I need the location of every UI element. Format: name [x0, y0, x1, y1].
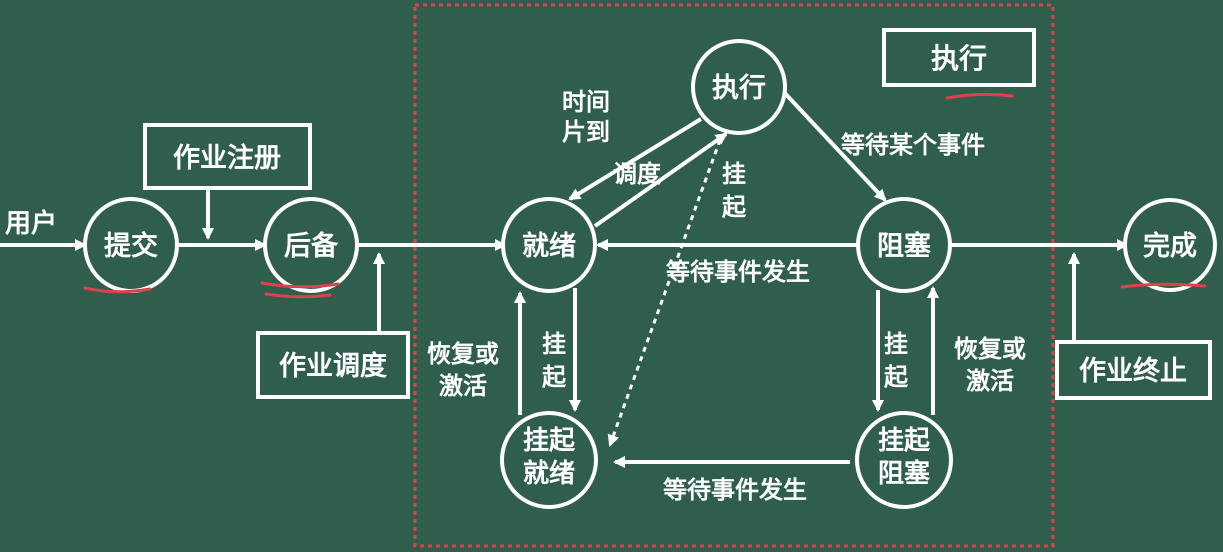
- node-blocked: 阻塞: [856, 197, 952, 293]
- label-time-slice-2: 片到: [562, 118, 610, 146]
- edge-labels: 用户 时间 片到 调度 等待某个事件 挂 起 等待事件发生 恢复或 激活 挂 起…: [5, 88, 1026, 504]
- node-submit: 提交: [83, 197, 179, 294]
- underline-done: [1120, 282, 1207, 289]
- edge-running-suspended-ready-dashed: [607, 139, 722, 447]
- label-resume-left-2: 激活: [439, 372, 487, 400]
- svg-text:后备: 后备: [284, 231, 339, 262]
- underline-submit: [83, 286, 152, 294]
- svg-text:阻塞: 阻塞: [878, 458, 930, 489]
- svg-text:挂起: 挂起: [523, 426, 576, 456]
- node-done: 完成: [1120, 198, 1217, 292]
- label-suspend-dashed-2: 起: [721, 193, 747, 221]
- node-ready: 就绪: [501, 197, 597, 293]
- legend-box: 执行: [882, 28, 1036, 100]
- node-backup: 后备: [260, 197, 359, 299]
- node-suspended-blocked: 挂起 阻塞: [855, 411, 953, 509]
- svg-text:提交: 提交: [104, 230, 158, 262]
- label-suspend-right-1: 挂: [884, 330, 908, 358]
- svg-text:作业注册: 作业注册: [173, 142, 281, 174]
- label-suspend-left-2: 起: [541, 363, 567, 391]
- svg-text:就绪: 就绪: [522, 231, 576, 262]
- label-user: 用户: [5, 208, 57, 239]
- node-running: 执行: [691, 39, 787, 135]
- edge-running-ready: [568, 117, 703, 201]
- edge-running-blocked: [778, 86, 887, 202]
- svg-text:就绪: 就绪: [523, 458, 575, 489]
- label-resume-left-1: 恢复或: [427, 340, 499, 368]
- box-job-schedule: 作业调度: [256, 331, 410, 399]
- edge-ready-running: [593, 132, 728, 228]
- svg-text:执行: 执行: [712, 72, 766, 104]
- label-dispatch: 调度: [613, 160, 662, 188]
- box-job-register: 作业注册: [143, 123, 312, 190]
- process-region: [413, 3, 1055, 548]
- node-suspended-ready: 挂起 就绪: [500, 411, 598, 509]
- label-resume-right-2: 激活: [966, 367, 1014, 395]
- box-job-terminate: 作业终止: [1055, 340, 1212, 400]
- svg-text:作业终止: 作业终止: [1079, 355, 1187, 387]
- svg-text:作业调度: 作业调度: [279, 350, 387, 382]
- label-event-occurs-bottom: 等待事件发生: [663, 476, 807, 504]
- label-time-slice-1: 时间: [562, 88, 610, 116]
- svg-text:完成: 完成: [1143, 230, 1197, 262]
- label-suspend-right-2: 起: [883, 363, 909, 391]
- label-resume-right-1: 恢复或: [954, 335, 1026, 363]
- legend-label: 执行: [931, 42, 987, 75]
- svg-text:阻塞: 阻塞: [877, 230, 931, 262]
- label-event-occurs-top: 等待事件发生: [666, 258, 810, 286]
- underline-backup-2: [264, 292, 332, 299]
- legend-underline: [945, 92, 1014, 100]
- underline-backup: [260, 281, 340, 289]
- label-wait-some-event: 等待某个事件: [841, 131, 985, 159]
- edges: [0, 86, 1129, 468]
- label-suspend-left-1: 挂: [542, 330, 566, 358]
- label-suspend-dashed-1: 挂: [722, 160, 746, 188]
- svg-text:挂起: 挂起: [878, 426, 931, 456]
